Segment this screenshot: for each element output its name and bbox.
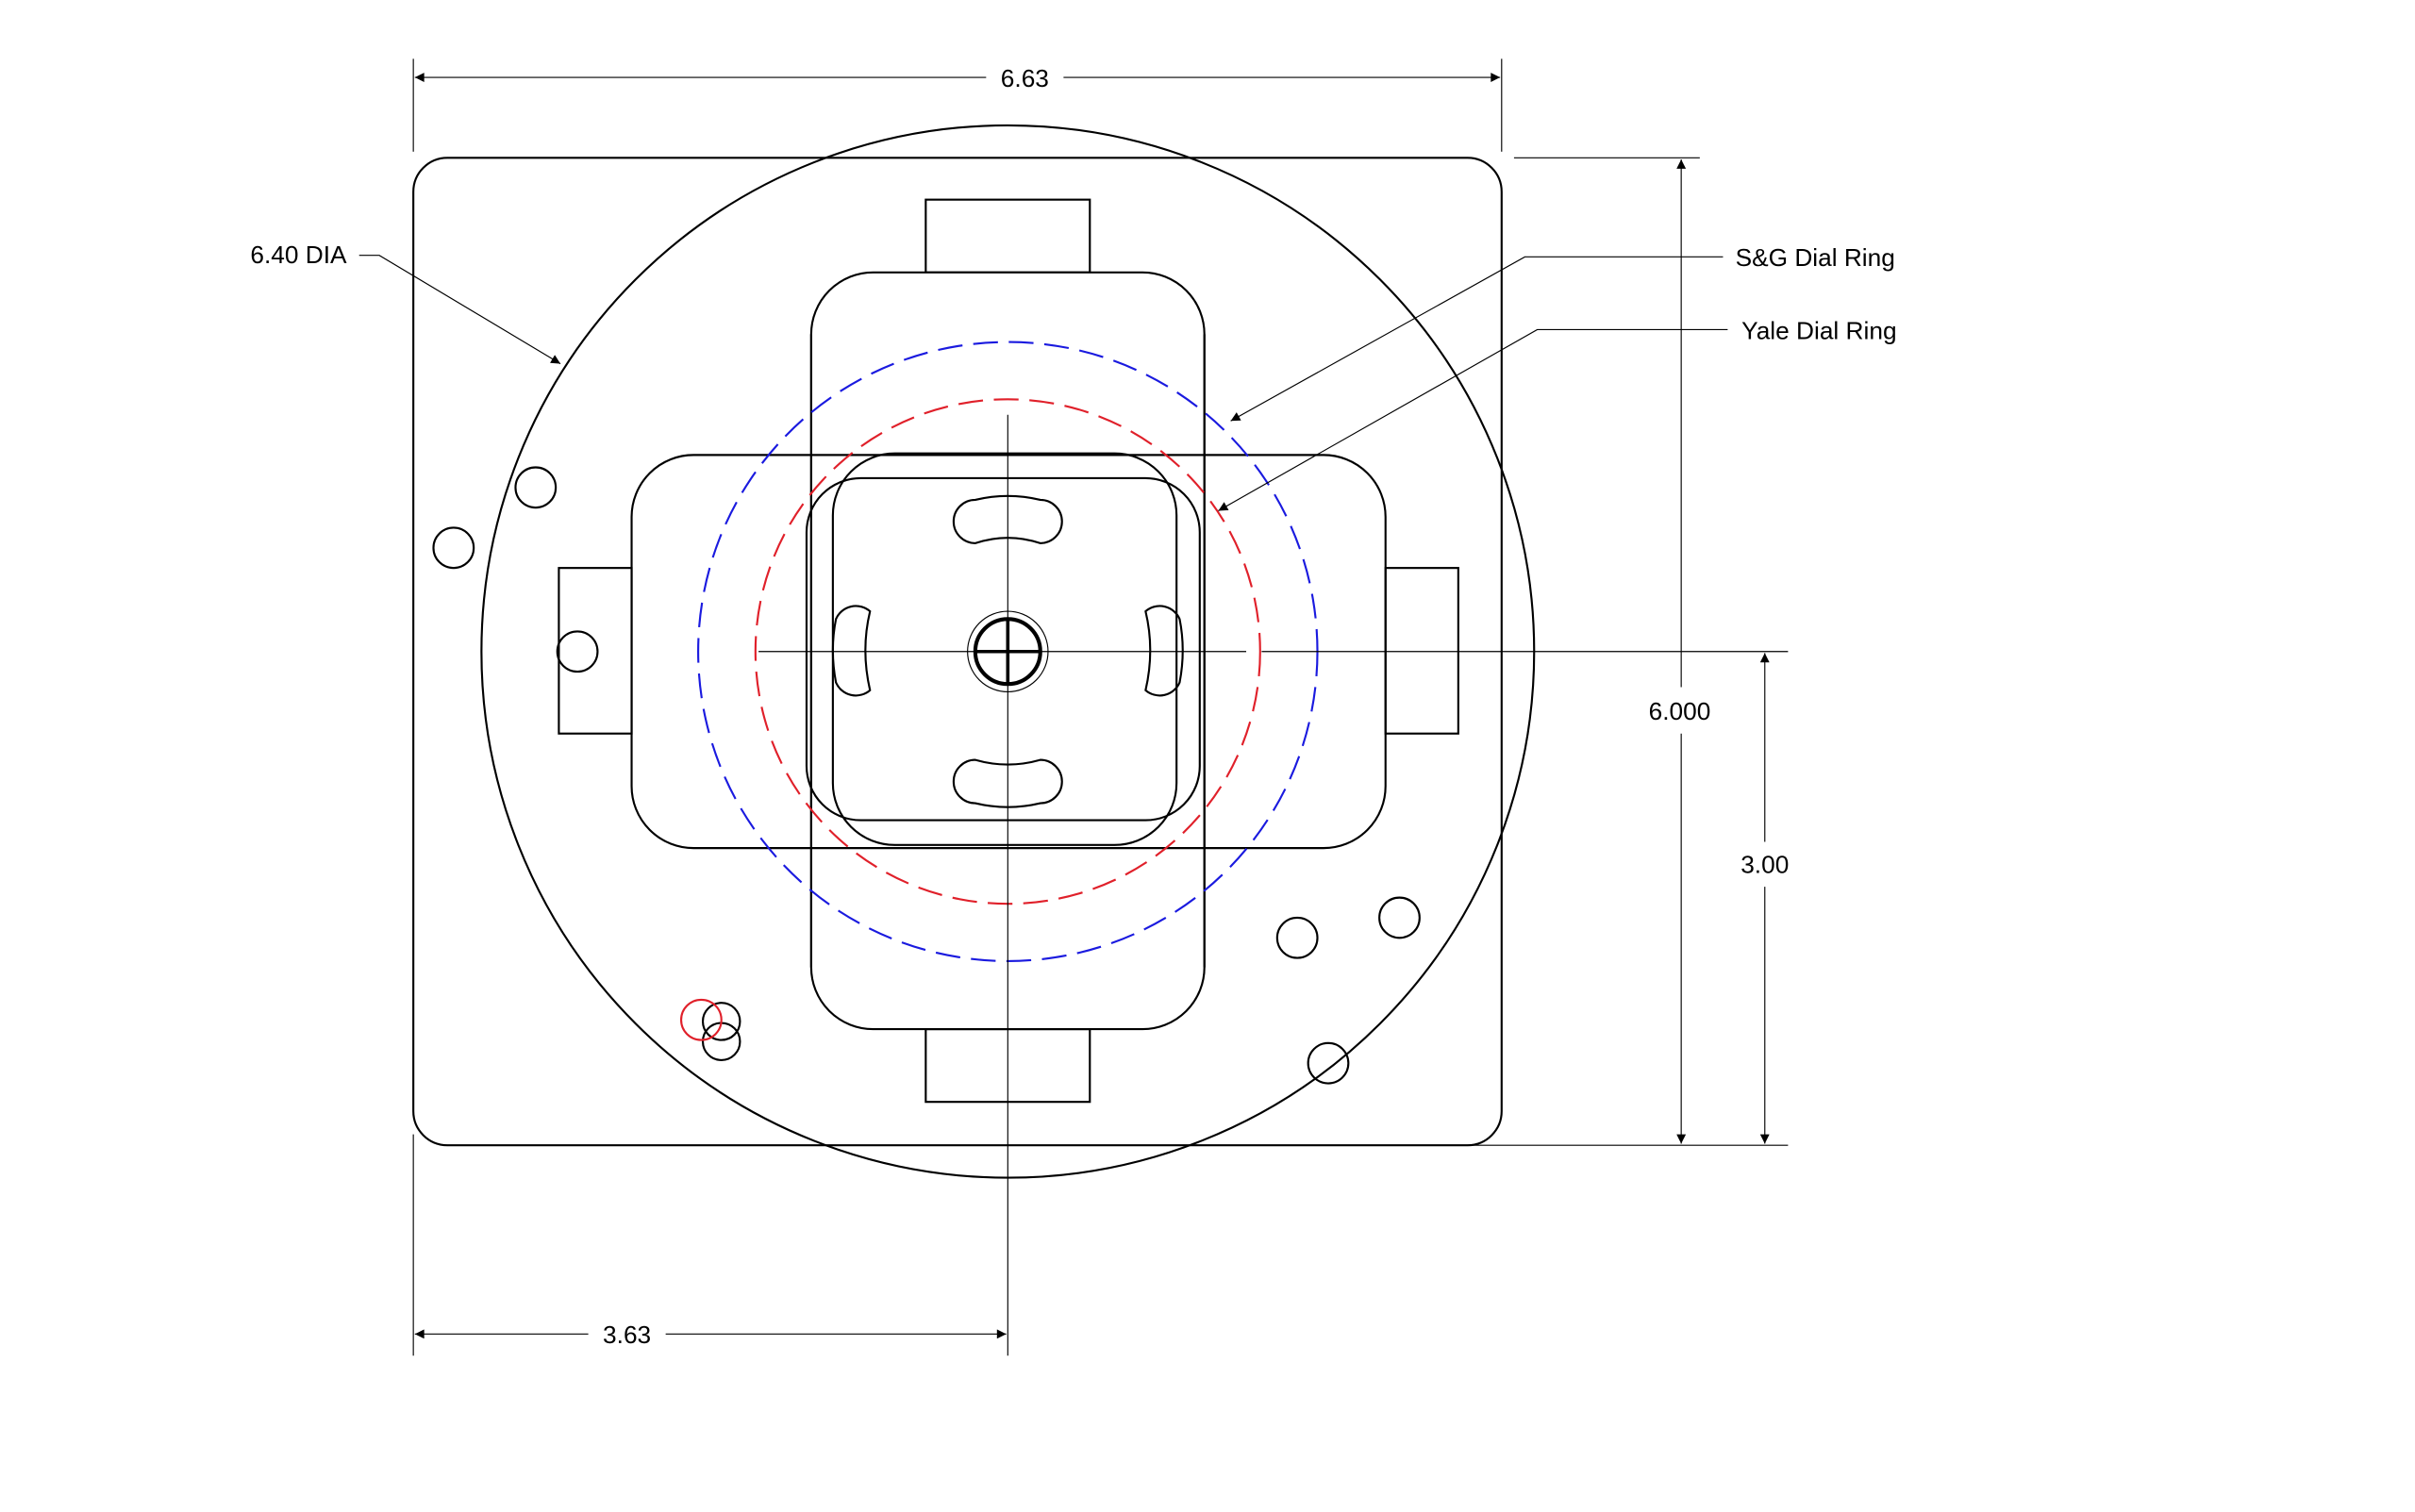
mounting-hole bbox=[1307, 1041, 1350, 1085]
top-tab bbox=[924, 198, 1091, 274]
dimension-center-offset: 3.63 bbox=[603, 1321, 651, 1349]
circle-diameter-label: 6.40 DIA bbox=[250, 241, 347, 269]
yale-dial-ring-leader bbox=[1218, 328, 1728, 511]
mounting-hole bbox=[1275, 916, 1319, 959]
mounting-hole bbox=[701, 1022, 741, 1061]
dimension-overall-height: 6.000 bbox=[1649, 697, 1711, 725]
top-slot bbox=[952, 494, 1063, 544]
sg-dial-ring-leader bbox=[1230, 256, 1724, 422]
mounting-hole bbox=[432, 526, 475, 570]
mounting-hole bbox=[701, 1002, 741, 1041]
left-tab bbox=[558, 567, 633, 735]
circle-diameter-leader bbox=[358, 255, 561, 365]
dimension-center-height: 3.00 bbox=[1740, 850, 1789, 878]
inner-square-b bbox=[805, 476, 1201, 822]
mounting-hole bbox=[556, 630, 599, 673]
sg-dial-ring-label: S&G Dial Ring bbox=[1736, 243, 1895, 272]
left-slot bbox=[831, 605, 872, 697]
right-tab bbox=[1384, 567, 1459, 735]
bottom-slot bbox=[952, 758, 1063, 808]
right-slot bbox=[1144, 605, 1184, 697]
mounting-hole-red bbox=[679, 998, 723, 1041]
dimension-overall-width: 6.63 bbox=[1001, 64, 1049, 92]
mounting-hole bbox=[514, 466, 558, 509]
mounting-hole bbox=[1378, 896, 1421, 939]
yale-dial-ring-label: Yale Dial Ring bbox=[1741, 316, 1896, 344]
